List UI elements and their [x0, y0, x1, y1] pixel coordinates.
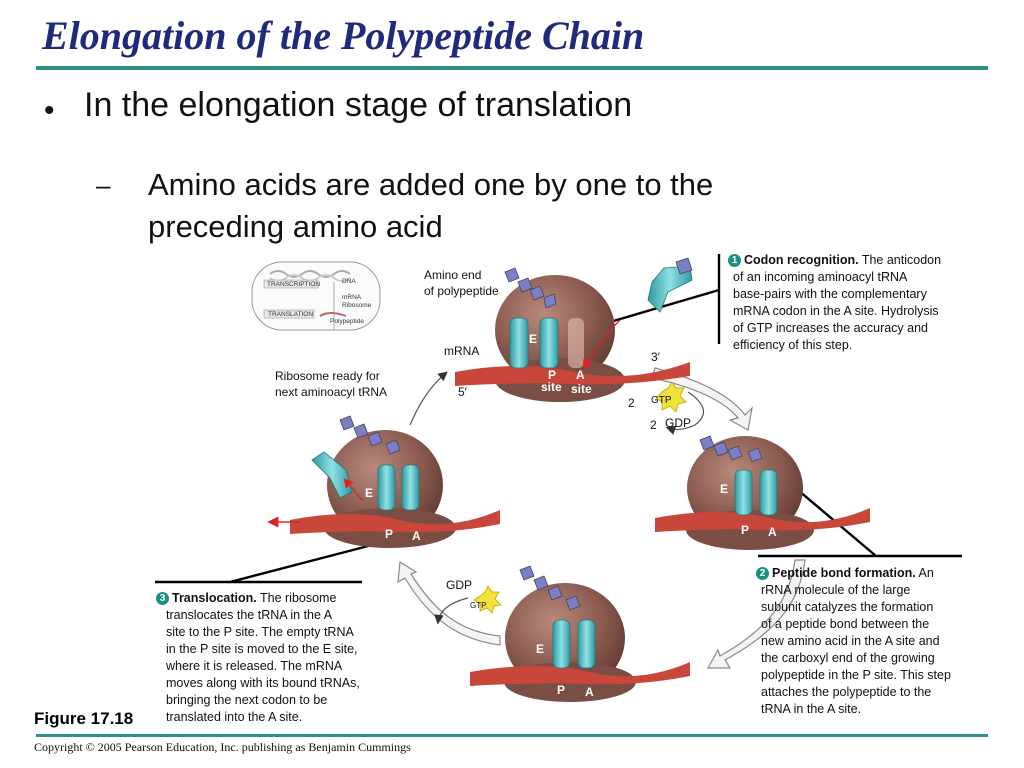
- a-site-label-r2: A: [768, 525, 777, 539]
- p-site-label-r4: P: [385, 527, 394, 541]
- step-3-number: 3: [156, 592, 169, 605]
- ribosome-ready-label-line1: Ribosome ready for: [275, 369, 380, 383]
- five-prime-label: 5′: [458, 385, 467, 399]
- bullet-level-1: In the elongation stage of translation: [84, 86, 633, 124]
- step-1-heading: Codon recognition.: [744, 253, 859, 267]
- step-2-number: 2: [756, 567, 769, 580]
- mrna-label: mRNA: [444, 344, 480, 358]
- step-1-number: 1: [728, 254, 741, 267]
- cycle-arrows: [397, 367, 806, 669]
- inset-dna-label: DNA: [342, 278, 356, 285]
- a-site-label-r4: A: [412, 529, 421, 543]
- three-prime-label: 3′: [651, 350, 660, 364]
- inset-overview: [251, 261, 381, 331]
- a-site-label: A: [576, 368, 585, 382]
- e-site-label: E: [529, 332, 538, 346]
- gdp-label-bottom: GDP: [446, 578, 473, 592]
- p-site-label-r2: P: [741, 523, 750, 537]
- inset-transcription-label: TRANSCRIPTION: [267, 281, 321, 288]
- inset-translation-label: TRANSLATION: [268, 311, 314, 318]
- gtp-star-icon: [473, 381, 687, 614]
- ribosome-peptide-bond: [655, 435, 870, 550]
- bullet-dot-icon: •: [44, 94, 55, 127]
- dash-icon: –: [96, 170, 111, 200]
- title-divider: [36, 66, 988, 70]
- gtp-label: GTP: [651, 395, 672, 406]
- e-site-label-r3: E: [536, 642, 545, 656]
- inset-mrna-label: mRNA: [342, 294, 362, 301]
- e-site-label-r4: E: [365, 486, 374, 500]
- inset-polypeptide-label: Polypeptide: [330, 318, 364, 325]
- gdp-count: 2: [650, 418, 657, 432]
- ribosome-ready-label-line2: next aminoacyl tRNA: [275, 385, 388, 399]
- gtp-count: 2: [628, 396, 635, 410]
- a-site-label-r3: A: [585, 685, 594, 699]
- figure-label: Figure 17.18: [34, 709, 134, 728]
- p-site-word: site: [541, 380, 562, 394]
- ribosome-after-bond: [470, 565, 690, 702]
- copyright-text: Copyright © 2005 Pearson Education, Inc.…: [34, 740, 411, 754]
- step-3-heading: Translocation.: [172, 591, 257, 605]
- e-site-label-r2: E: [720, 482, 729, 496]
- p-site-label-r3: P: [557, 683, 566, 697]
- amino-end-label-line1: Amino end: [424, 268, 482, 282]
- gtp-label-bottom: GTP: [470, 601, 487, 610]
- ribosome-codon-recognition: [455, 257, 693, 402]
- p-site-label: P: [548, 368, 557, 382]
- footer-divider: [36, 734, 988, 737]
- callout-lines: [155, 254, 962, 584]
- amino-end-label-line2: of polypeptide: [424, 284, 499, 298]
- gdp-label: GDP: [665, 416, 692, 430]
- bullet-level-2: Amino acids are added one by one to the …: [148, 167, 714, 244]
- slide-title: Elongation of the Polypeptide Chain: [42, 13, 645, 58]
- step-2-heading: Peptide bond formation.: [772, 566, 916, 580]
- inset-ribosome-label: Ribosome: [342, 302, 372, 309]
- a-site-word: site: [571, 382, 592, 396]
- ribosome-translocation: [267, 415, 500, 548]
